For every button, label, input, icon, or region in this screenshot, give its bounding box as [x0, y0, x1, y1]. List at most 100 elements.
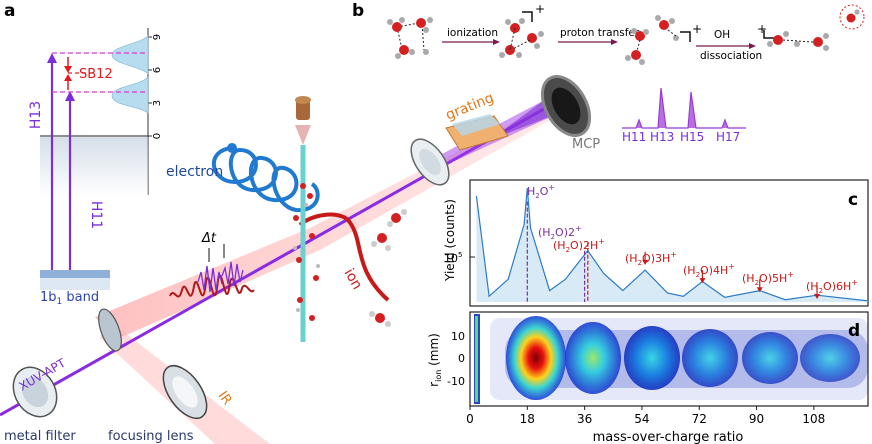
nozzle-body [296, 100, 310, 120]
vacuum-band-shading [40, 137, 148, 197]
peak-label-protonated-dimer: (H2O)2H+ [553, 237, 605, 254]
sb12-label: SB12 [79, 67, 113, 82]
mass-tick-label: 54 [634, 412, 649, 426]
h11-arrowhead [65, 91, 75, 101]
grating-surface [452, 114, 500, 136]
mass-axis-label: mass-over-charge ratio [593, 430, 744, 444]
nozzle-top [295, 96, 311, 104]
water-trimer-ion: + [499, 2, 545, 58]
energy-tick-label: 6 [152, 67, 163, 73]
panel-b: b ionization + proton transfer [352, 1, 865, 65]
yield-axis-label: Yield (counts) [443, 199, 457, 282]
step-dissociation: dissociation [700, 50, 762, 62]
harmonic-label: H15 [680, 130, 704, 144]
proton-dimer: + [757, 22, 829, 51]
mass-tick-label: 90 [749, 412, 764, 426]
peak-marker-arrowhead [642, 259, 649, 265]
harmonic-label: H13 [650, 130, 674, 144]
peak-label-pentamer: (H2O)5H+ [742, 270, 794, 287]
h13-label: H13 [28, 101, 44, 129]
panel-d-letter: d [848, 321, 860, 341]
oh-fragment-ring [839, 4, 865, 30]
attosecond-pulse-1 [197, 265, 223, 293]
mass-spectrum-line [475, 187, 869, 302]
panel-d-frame [469, 311, 869, 407]
panel-c-letter: c [848, 190, 858, 210]
h11-label: H11 [88, 201, 104, 229]
ionization-arrowhead [493, 39, 500, 45]
spectrum-peak-upper [111, 35, 149, 75]
band-bar-fade [40, 278, 110, 290]
ion-blob-tetramer [682, 329, 738, 387]
peak-label-h2o: H2O+ [527, 183, 555, 200]
ion-blob-h2o [506, 316, 566, 400]
sb12-arrowhead-up [64, 74, 72, 81]
energy-tick-label: 3 [152, 100, 163, 106]
mass-tick-label: 36 [577, 412, 592, 426]
harmonic-label: H17 [716, 130, 740, 144]
metal-filter-inner [21, 376, 49, 408]
electron-label: electron [166, 164, 223, 180]
mass-tick-label: 0 [466, 412, 474, 426]
ion-blob-pentamer [742, 332, 798, 384]
attosecond-pulse-2 [221, 261, 244, 287]
step-oh: OH [714, 29, 730, 41]
energy-ticks: 9 6 3 0 [148, 34, 163, 139]
focusing-lens-label: focusing lens [108, 429, 194, 444]
panel-c: c Yield (counts) 105 H2O+ (H2O)2+ (H2O)2… [443, 179, 869, 307]
step-ionization: ionization [447, 27, 498, 39]
electron-trajectory [212, 146, 320, 213]
band-label: 1b1 band [40, 290, 99, 307]
energy-tick-label: 9 [152, 34, 163, 40]
ytick-label: 105 [444, 251, 462, 265]
ion-trajectory [298, 212, 390, 302]
peak-label-tetramer: (H2O)4H+ [683, 262, 735, 279]
peak-label-dimer: (H2O)2+ [538, 224, 582, 241]
mass-spectrum-fill [476, 188, 868, 302]
peak-markers [526, 201, 821, 302]
low-mass-core [475, 316, 478, 402]
panel-c-frame [469, 179, 869, 307]
emitted-clusters [369, 209, 407, 327]
ion-blob-hexamer [800, 334, 860, 382]
panel-a: a 9 6 3 0 1b1 band H13 H11 [4, 1, 163, 307]
nozzle-cone [295, 125, 311, 145]
sb12-arrowhead-down [64, 66, 72, 73]
peak-marker-arrowhead [814, 294, 821, 300]
rion-axis-label: rion (mm) [427, 333, 443, 387]
dt-label: Δt [201, 231, 217, 246]
harmonic-spectrum [622, 87, 746, 129]
ion-label: ion [341, 266, 366, 292]
water-molecules-cloud [293, 183, 320, 321]
harmonic-label: H11 [622, 130, 646, 144]
proton-transfer-arrowhead [611, 39, 618, 45]
oh-hydrogen [854, 9, 860, 15]
rion-tick-label: 0 [458, 352, 465, 365]
step-proton-transfer: proton transfer [560, 27, 640, 39]
spectrum-peak-lower [111, 76, 149, 114]
mass-tick-label: 108 [802, 412, 825, 426]
electron-start [227, 143, 237, 153]
mcp-detector-inner [551, 87, 581, 125]
metal-filter-label: metal filter [4, 429, 76, 444]
peak-marker-arrowhead [756, 287, 763, 293]
charge-plus: + [535, 2, 545, 16]
peak-marker-arrowhead [699, 278, 706, 284]
ir-field [169, 274, 255, 298]
focusing-lens-inner [172, 376, 198, 408]
peak-label-trimer: (H2O)3H+ [625, 250, 677, 267]
water-complex-transfer: + [625, 15, 702, 65]
mass-tick-label: 18 [520, 412, 535, 426]
ion-blob-dimer [565, 322, 621, 394]
mcp-label: MCP [572, 137, 600, 152]
panel-a-letter: a [4, 1, 15, 21]
charge-plus: + [692, 22, 702, 36]
charge-plus: + [757, 22, 767, 36]
energy-tick-label: 0 [152, 133, 163, 139]
water-trimer-neutral [387, 17, 433, 59]
peak-label-hexamer: (H2O)6H+ [806, 278, 858, 295]
dissociation-arrowhead [749, 43, 756, 49]
oh-oxygen [846, 13, 856, 23]
